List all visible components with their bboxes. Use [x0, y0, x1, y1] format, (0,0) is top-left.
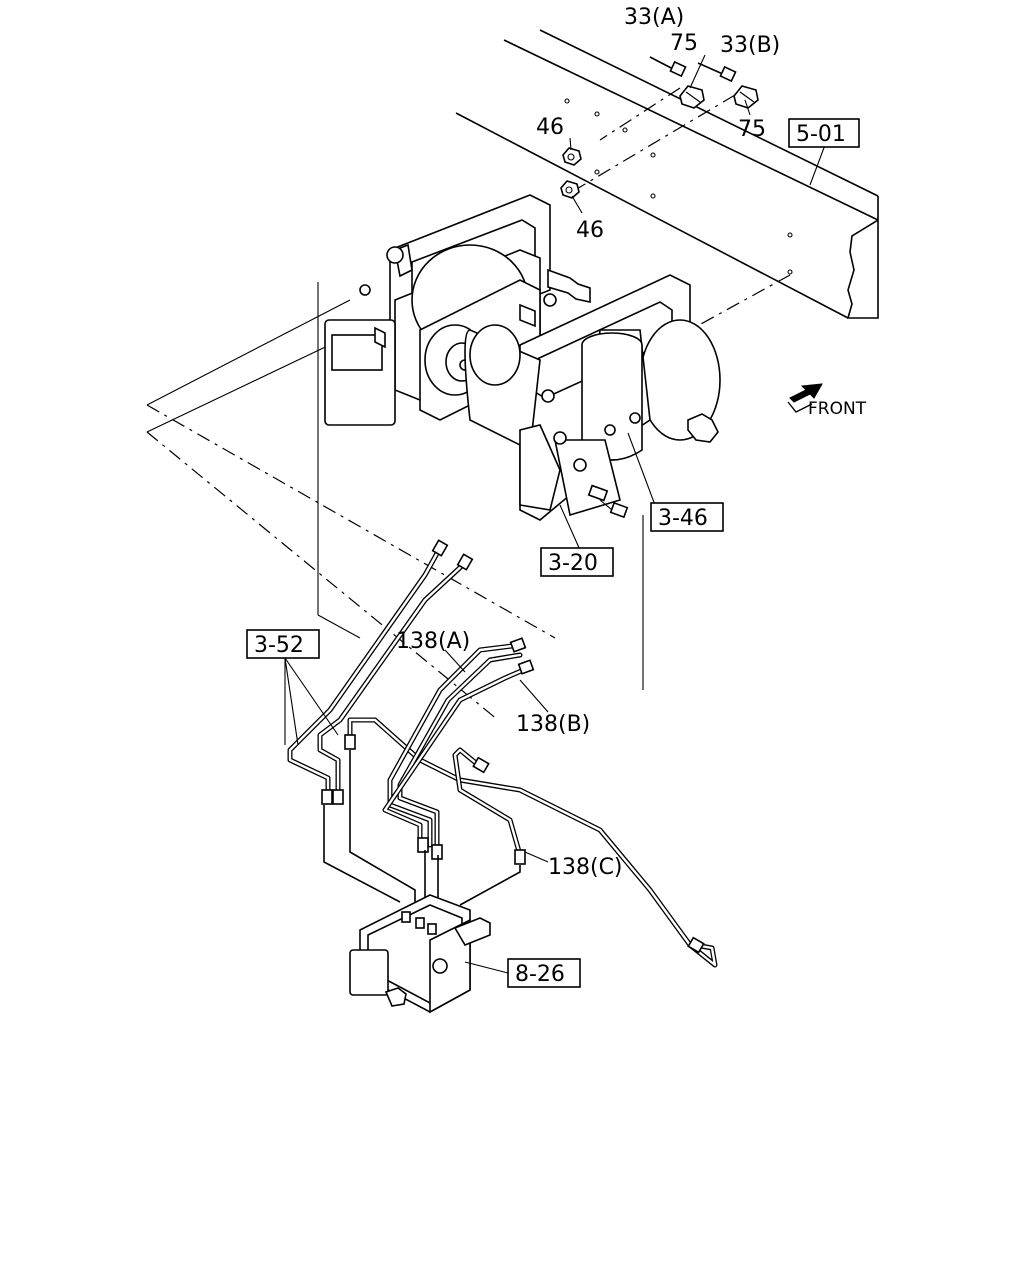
ref-box-3-52[interactable]: 3-52 [246, 629, 320, 659]
frame-rail [455, 29, 879, 319]
bolt-33a [649, 56, 687, 78]
label-46-upper: 46 [536, 115, 564, 140]
nut-75a [679, 85, 705, 109]
ref-label-3-20: 3-20 [548, 551, 598, 576]
label-75-lower: 75 [738, 117, 766, 142]
ref-label-3-52: 3-52 [254, 633, 304, 658]
ref-label-5-01: 5-01 [796, 122, 846, 147]
nut-46-lower [560, 180, 580, 199]
label-138b: 138(B) [516, 712, 590, 737]
nut-75b [733, 85, 759, 109]
front-arrow-icon [787, 383, 823, 413]
modulator-8-26 [349, 894, 491, 1014]
pipe-138b [382, 665, 531, 848]
ref-box-3-20[interactable]: 3-20 [540, 547, 614, 577]
pipe-set-3-52 [287, 545, 718, 968]
label-138a: 138(A) [396, 629, 470, 654]
ref-label-3-46: 3-46 [658, 506, 708, 531]
label-33a: 33(A) [624, 5, 684, 30]
ref-box-5-01[interactable]: 5-01 [788, 118, 860, 148]
front-label: FRONT [808, 399, 867, 419]
label-138c: 138(C) [548, 855, 623, 880]
ref-label-8-26: 8-26 [515, 962, 565, 987]
ref-box-8-26[interactable]: 8-26 [507, 958, 581, 988]
leader-lines [284, 144, 826, 974]
alignment-lines [146, 87, 791, 721]
pipe-fittings [321, 539, 705, 954]
nut-46-upper [562, 147, 582, 166]
lower-valve-assembly [464, 274, 721, 521]
label-33b: 33(B) [720, 33, 780, 58]
ref-box-3-46[interactable]: 3-46 [650, 502, 724, 532]
pipe-138c [452, 747, 523, 858]
label-46-lower: 46 [576, 218, 604, 243]
label-75-upper: 75 [670, 31, 698, 56]
bolt-33b [697, 62, 737, 83]
